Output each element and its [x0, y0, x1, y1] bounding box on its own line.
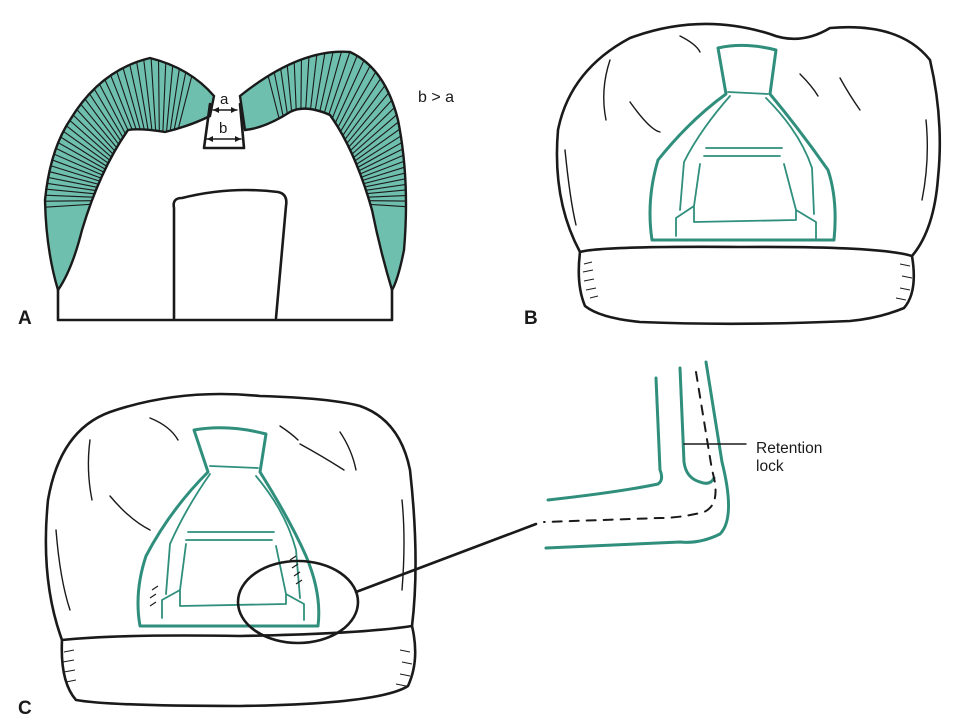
- panel-c-label: C: [18, 698, 32, 719]
- enamel-rod-line: [45, 178, 121, 197]
- enamel-rod-line: [338, 133, 406, 189]
- detail-outer-wall: [546, 376, 664, 502]
- base-shading-c: [62, 649, 413, 687]
- enamel-rod-line: [339, 201, 406, 215]
- enamel-rod-line: [45, 167, 121, 195]
- lock-shading-c: [149, 555, 303, 607]
- dimension-b-label: b: [219, 120, 227, 137]
- isthmus-c: [185, 465, 275, 541]
- tooth-base-b: [577, 245, 916, 326]
- enamel-rod-line: [45, 122, 123, 187]
- enamel-rod-line: [161, 58, 170, 161]
- detail-inner-wall: [544, 360, 731, 550]
- enamel-rod-line: [45, 112, 124, 185]
- enamel-rod-line: [339, 199, 406, 203]
- enamel-rod-line: [338, 144, 406, 191]
- enamel-rod-line: [45, 201, 121, 215]
- retention-lock-label: Retention lock: [756, 440, 827, 475]
- pulpal-wall-b: [679, 95, 815, 215]
- tooth-outline: [56, 288, 394, 322]
- enamel-rod-line: [45, 133, 122, 189]
- panel-b-occlusal-view: B: [524, 22, 942, 329]
- isthmus-b: [703, 91, 783, 157]
- preparation-outline-b: [648, 43, 837, 242]
- retention-lock-detail: Retention lock: [543, 360, 827, 550]
- enamel-rod-line: [333, 81, 406, 180]
- enamel-rod-line: [337, 122, 406, 187]
- detail-pulpal-floor: [543, 371, 717, 523]
- enamel-rod-line: [45, 155, 121, 193]
- dimension-b-arrow: [206, 136, 242, 142]
- enamel-rod-line: [45, 190, 121, 199]
- enamel-rod-line: [335, 101, 406, 183]
- enamel-rod-line: [339, 190, 406, 199]
- enamel-rod-line: [336, 112, 406, 185]
- panel-a-cross-section: a b b > a A: [18, 50, 454, 329]
- callout-line-1: Retention: [756, 440, 822, 457]
- enamel-rod-line: [163, 58, 182, 161]
- base-shading-b: [582, 261, 913, 301]
- tooth-base-c: [60, 624, 417, 708]
- dimension-a-label: a: [220, 91, 229, 108]
- pulp-chamber: [172, 188, 288, 320]
- enamel-rod-line: [334, 91, 406, 181]
- cusp-lines-b: [564, 35, 929, 226]
- enamel-left: [43, 56, 216, 293]
- enamel-right: [238, 50, 408, 293]
- enamel-rod-line: [45, 199, 121, 203]
- tooth-crown-c: [44, 392, 417, 642]
- panel-a-label: A: [18, 308, 32, 329]
- enamel-rod-line: [339, 155, 406, 193]
- dimension-a-arrow: [212, 107, 238, 113]
- callout-line-2: lock: [756, 458, 784, 475]
- cavity-preparation: [202, 102, 246, 150]
- relation-label: b > a: [418, 89, 454, 106]
- pulpal-wall-c: [165, 473, 301, 599]
- enamel-rod-line: [339, 178, 406, 197]
- enamel-rod-line: [157, 58, 161, 161]
- panel-b-label: B: [524, 308, 538, 329]
- enamel-rod-line: [45, 101, 125, 183]
- tooth-crown-b: [555, 22, 942, 258]
- preparation-outline-c: [136, 426, 321, 628]
- preparation-floor-b: [675, 163, 817, 239]
- panel-c-occlusal-view: C: [18, 392, 538, 719]
- enamel-rod-line: [45, 144, 122, 191]
- enamel-rod-line: [145, 58, 159, 161]
- magnify-circle: [236, 559, 360, 645]
- preparation-floor-c: [161, 543, 305, 621]
- enamel-rod-line: [339, 167, 406, 195]
- detail-lock-groove: [678, 366, 716, 485]
- cusp-lines-c: [55, 417, 405, 611]
- magnify-leader-line: [354, 522, 538, 594]
